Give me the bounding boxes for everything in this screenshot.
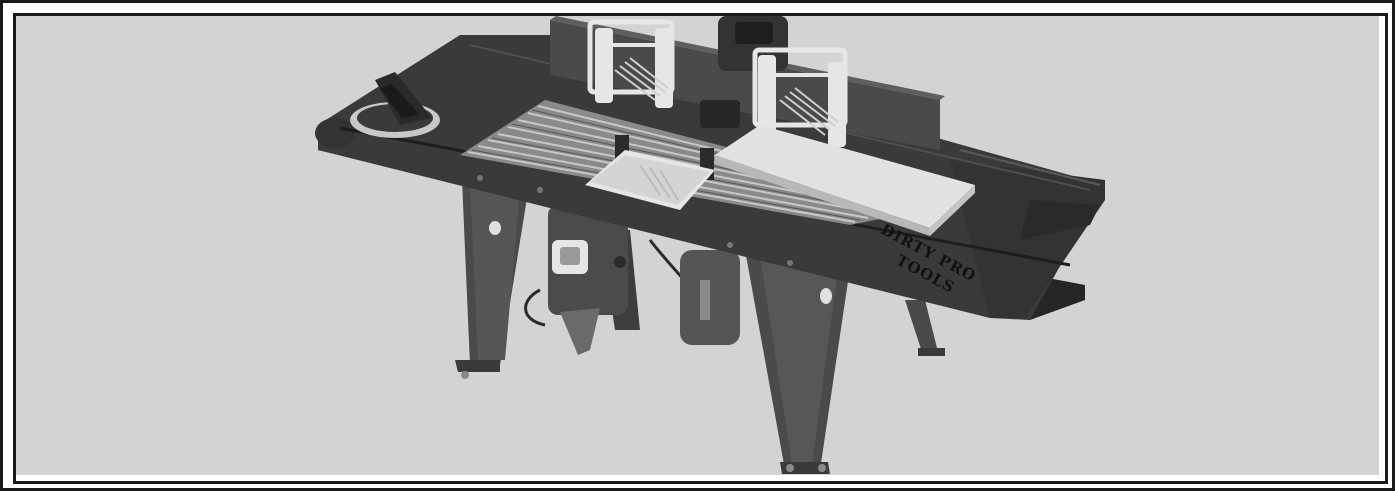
wood-board xyxy=(715,125,975,236)
table-legs xyxy=(455,180,945,474)
fence-guard-left xyxy=(587,19,675,108)
hold-down-guard xyxy=(585,135,715,210)
inner-frame xyxy=(13,13,1388,484)
mitre-gauge xyxy=(350,72,440,138)
router-motor xyxy=(524,205,740,355)
fence-guard-right xyxy=(752,47,848,147)
